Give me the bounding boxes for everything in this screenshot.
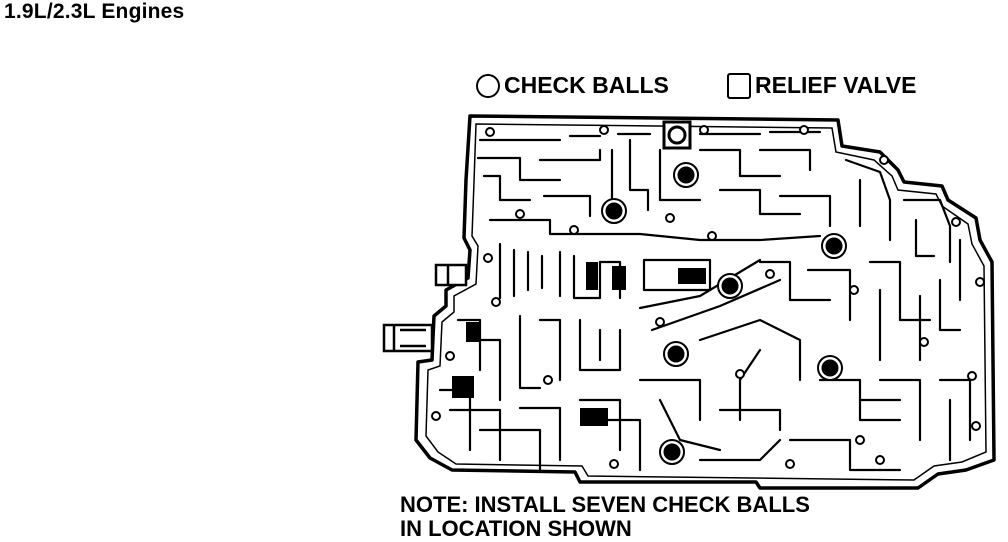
legend-relief-valve: RELIEF VALVE: [727, 72, 916, 99]
valve-ports: [452, 262, 706, 426]
check-ball-7: [659, 439, 685, 465]
check-balls: [601, 162, 847, 465]
diagram-title: 1.9L/2.3L Engines: [4, 0, 185, 23]
shaft-stub-lower: [382, 323, 434, 353]
check-ball-4: [717, 273, 743, 299]
install-note-line-1: NOTE: INSTALL SEVEN CHECK BALLS: [400, 492, 810, 517]
check-ball-legend-icon: [476, 73, 500, 98]
install-note-line-2: IN LOCATION SHOWN: [400, 516, 632, 541]
shaft-stub-upper: [434, 263, 468, 287]
legend-check-balls: CHECK BALLS: [476, 72, 669, 99]
bolt-holes: [431, 125, 985, 469]
relief-valve: [662, 120, 692, 150]
legend-check-balls-label: CHECK BALLS: [504, 72, 669, 98]
check-ball-3: [821, 233, 847, 259]
check-ball-1: [673, 162, 699, 188]
install-note: NOTE: INSTALL SEVEN CHECK BALLS IN LOCAT…: [400, 493, 810, 541]
check-ball-6: [817, 355, 843, 381]
relief-valve-legend-icon: [727, 72, 751, 99]
legend-relief-valve-label: RELIEF VALVE: [755, 72, 917, 98]
valve-body-outline: [414, 114, 996, 490]
check-ball-2: [601, 198, 627, 224]
fluid-passages: [438, 130, 972, 472]
check-ball-5: [663, 341, 689, 367]
